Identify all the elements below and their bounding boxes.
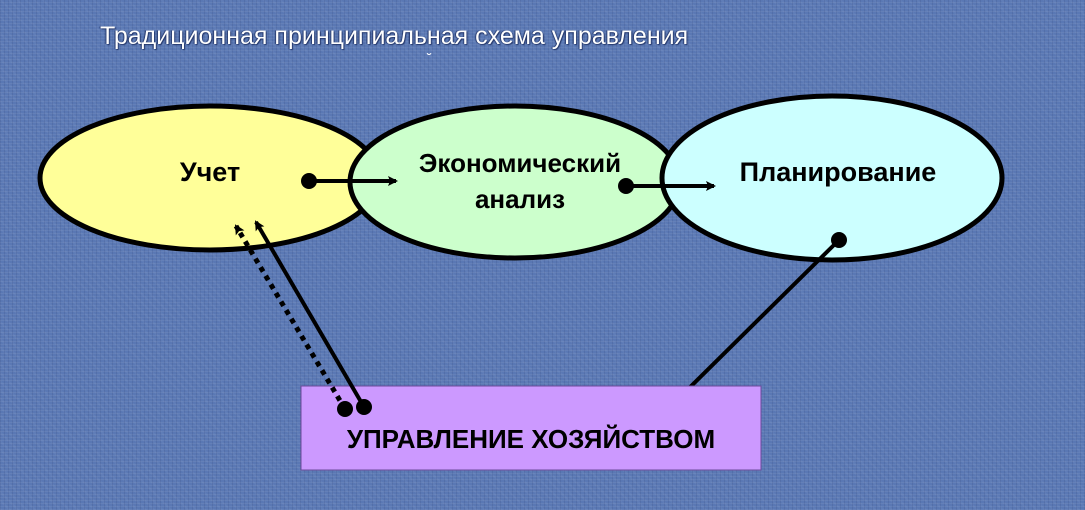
management-box-overlay: УПРАВЛЕНИЕ ХОЗЯЙСТВОМ — [301, 386, 761, 470]
node-plan-ellipse — [659, 93, 1005, 263]
diagram-title: Традиционная принципиальная схема управл… — [100, 22, 689, 50]
management-label: УПРАВЛЕНИЕ ХОЗЯЙСТВОМ — [346, 424, 716, 454]
arrow-management-uchet-dotted-start-dot — [337, 401, 353, 417]
management-box — [300, 385, 762, 471]
arrow-management-uchet-dotted — [233, 224, 348, 411]
node-analiz-label: Экономический анализ — [395, 145, 645, 217]
arrow-management-uchet-solid-start-dot — [356, 399, 372, 415]
node-analiz-label-line1: Экономический — [418, 148, 622, 178]
stray-mark: ˘ — [427, 50, 432, 66]
node-plan-label: Планирование — [739, 157, 937, 187]
arrow-management-uchet-solid — [254, 220, 366, 409]
arrow-plan-management — [670, 238, 841, 407]
node-uchet-label: Учет — [179, 157, 241, 187]
node-analiz-label-line2: анализ — [474, 184, 566, 214]
